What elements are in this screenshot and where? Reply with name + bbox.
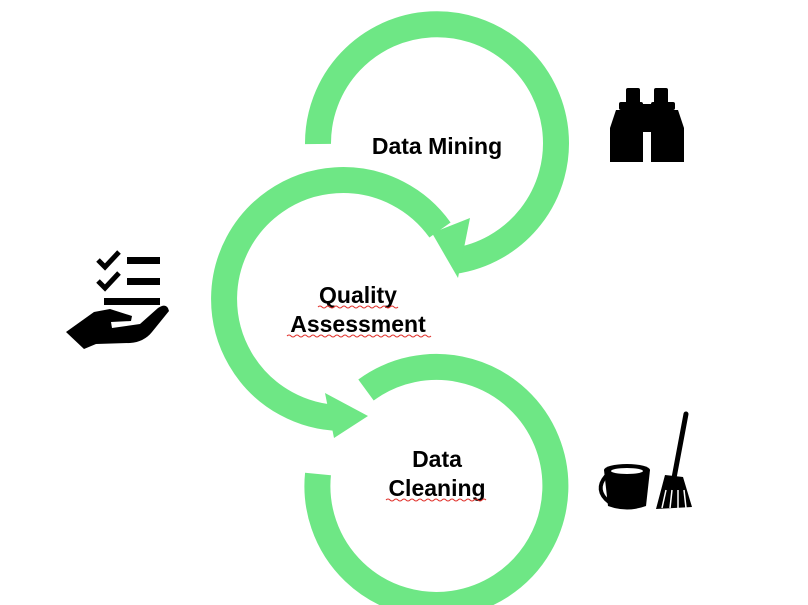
spellcheck-underline xyxy=(286,334,432,338)
label-data-mining-line-1: Data Mining xyxy=(372,133,502,159)
arrowhead-quality-assessment xyxy=(325,393,368,438)
arc-quality-assessment xyxy=(211,167,451,431)
label-data-cleaning-line-2: Cleaning xyxy=(388,475,485,501)
binoculars-icon xyxy=(610,88,684,162)
label-quality-assessment-line-1: Quality xyxy=(319,282,397,308)
spellcheck-underline xyxy=(317,305,399,309)
arc-data-cleaning xyxy=(304,353,569,605)
arc-data-mining xyxy=(304,11,569,274)
label-data-cleaning-line-1: Data xyxy=(412,446,462,472)
hand-checklist-icon xyxy=(66,250,169,349)
arc-group xyxy=(211,11,569,605)
bucket-broom-icon xyxy=(598,411,692,510)
label-quality-assessment-line-2: Assessment xyxy=(290,311,426,337)
stage-label-quality-assessment: Quality Assessment xyxy=(286,282,432,338)
arrowhead-data-mining xyxy=(432,218,470,278)
stage-label-data-cleaning: Data Cleaning xyxy=(385,446,487,502)
stage-label-data-mining: Data Mining xyxy=(372,133,502,159)
spellcheck-underline xyxy=(385,498,487,502)
